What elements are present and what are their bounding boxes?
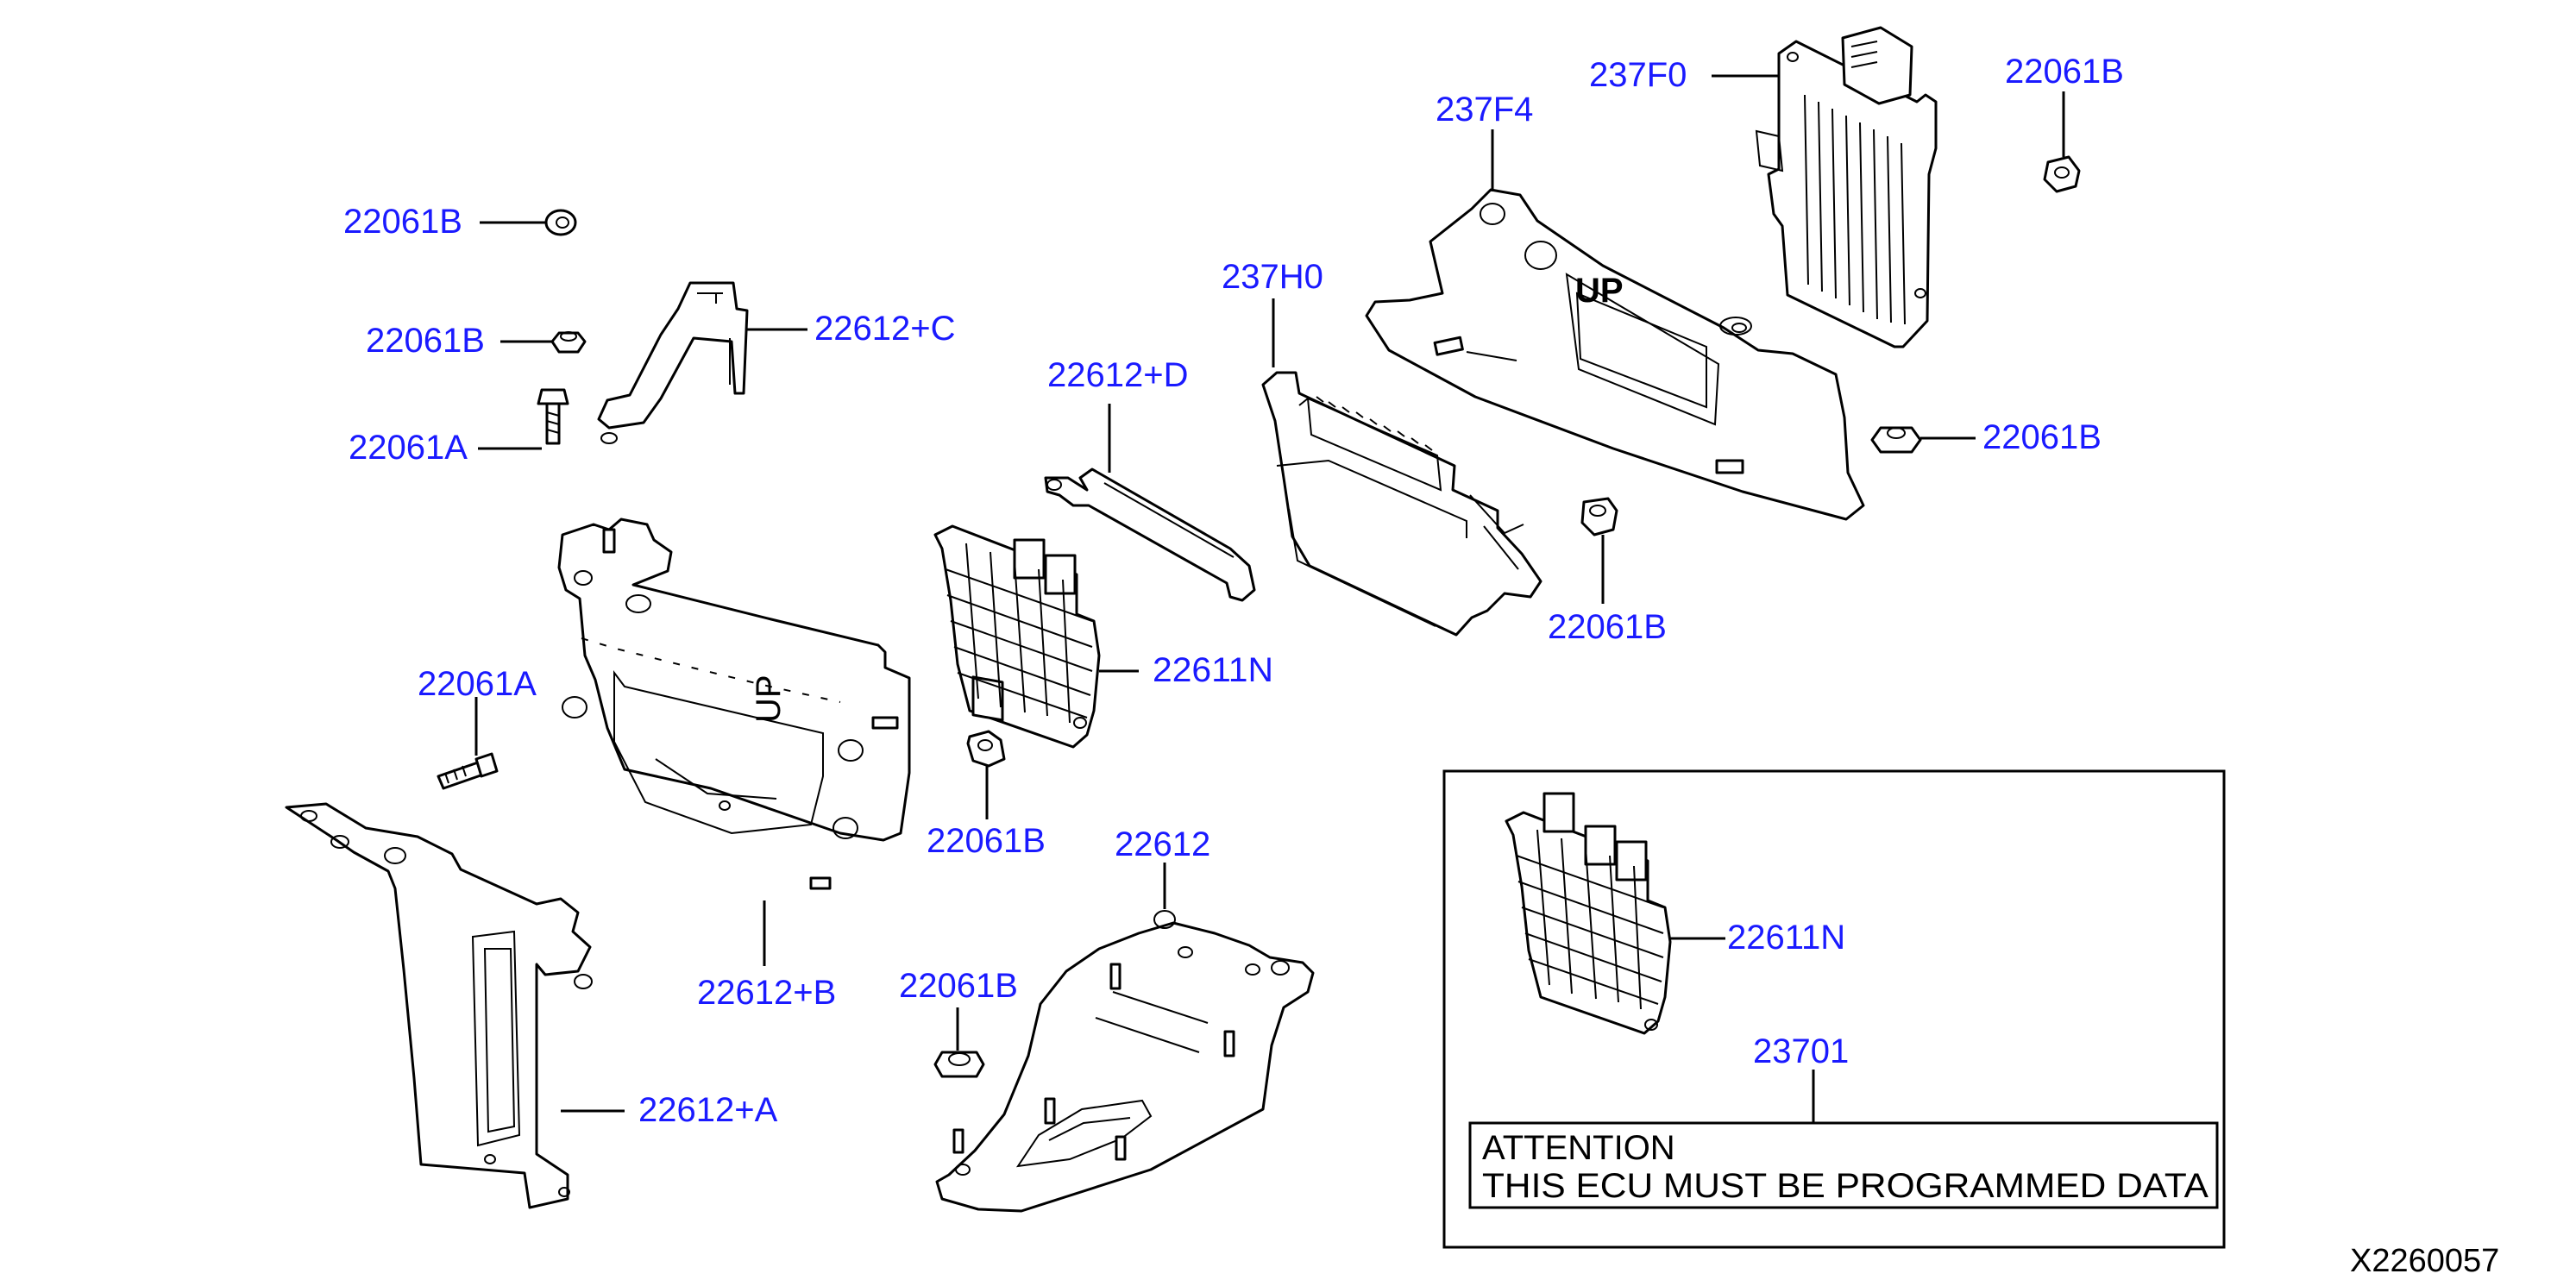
inset-box	[1442, 769, 2226, 1249]
bolt-22061A-upper[interactable]	[537, 388, 569, 445]
nut-22061B-second[interactable]	[550, 331, 587, 354]
label-22612-A[interactable]: 22612+A	[638, 1091, 778, 1129]
bolt-22061A-lower[interactable]	[437, 752, 499, 790]
ecu-module-237H0[interactable]	[1261, 371, 1542, 637]
bracket-237F4[interactable]	[1365, 188, 1865, 521]
figure-id: X2260057	[2350, 1243, 2499, 1279]
label-22611N-inset[interactable]: 22611N	[1727, 919, 1845, 957]
label-22611N-main[interactable]: 22611N	[1153, 651, 1273, 689]
label-22061B-1[interactable]: 22061B	[343, 203, 462, 241]
label-22612[interactable]: 22612	[1115, 825, 1210, 863]
tray-bracket-22612[interactable]	[935, 910, 1315, 1213]
label-22061A-2[interactable]: 22061A	[418, 665, 537, 703]
ecu-module-237F0[interactable]	[1755, 26, 1938, 348]
attention-heading: ATTENTION	[1482, 1129, 1675, 1167]
attention-message: THIS ECU MUST BE PROGRAMMED DATA	[1482, 1167, 2208, 1205]
bracket-22612-B[interactable]	[557, 518, 911, 890]
label-237F0[interactable]: 237F0	[1589, 56, 1687, 94]
label-22061B-6[interactable]: 22061B	[2005, 53, 2124, 91]
up-mark-bracket-f4: UP	[1575, 272, 1624, 310]
label-22061B-2[interactable]: 22061B	[366, 322, 485, 360]
label-23701[interactable]: 23701	[1753, 1032, 1849, 1070]
nut-22061B-237H0[interactable]	[1580, 497, 1618, 536]
ecu-module-22611N-main[interactable]	[933, 524, 1101, 749]
label-22061B-7[interactable]: 22061B	[1982, 418, 2102, 456]
attention-label-box	[1468, 1121, 2219, 1209]
up-mark-bracket-b: UP	[750, 675, 788, 723]
nut-22061B-top-right[interactable]	[2043, 155, 2081, 193]
nut-22061B-lower[interactable]	[933, 1051, 985, 1078]
label-22061A-1[interactable]: 22061A	[349, 429, 468, 467]
label-237H0[interactable]: 237H0	[1222, 258, 1323, 296]
label-22061B-3[interactable]: 22061B	[927, 822, 1046, 860]
label-22612-B[interactable]: 22612+B	[697, 974, 836, 1012]
nut-22061B-top-left[interactable]	[544, 209, 577, 236]
label-22061B-5[interactable]: 22061B	[1548, 608, 1667, 646]
label-22061B-4[interactable]: 22061B	[899, 967, 1018, 1005]
bracket-22612-C[interactable]	[597, 281, 749, 444]
nut-22061B-right[interactable]	[1870, 426, 1922, 454]
ecu-module-22611N-inset[interactable]	[1505, 792, 1672, 1035]
bracket-22612-D[interactable]	[1044, 467, 1256, 602]
label-22612-D[interactable]: 22612+D	[1047, 356, 1188, 394]
label-22612-C[interactable]: 22612+C	[814, 310, 955, 348]
label-237F4[interactable]: 237F4	[1436, 91, 1533, 129]
bracket-22612-A[interactable]	[285, 802, 593, 1209]
nut-22061B-center[interactable]	[966, 730, 1006, 768]
